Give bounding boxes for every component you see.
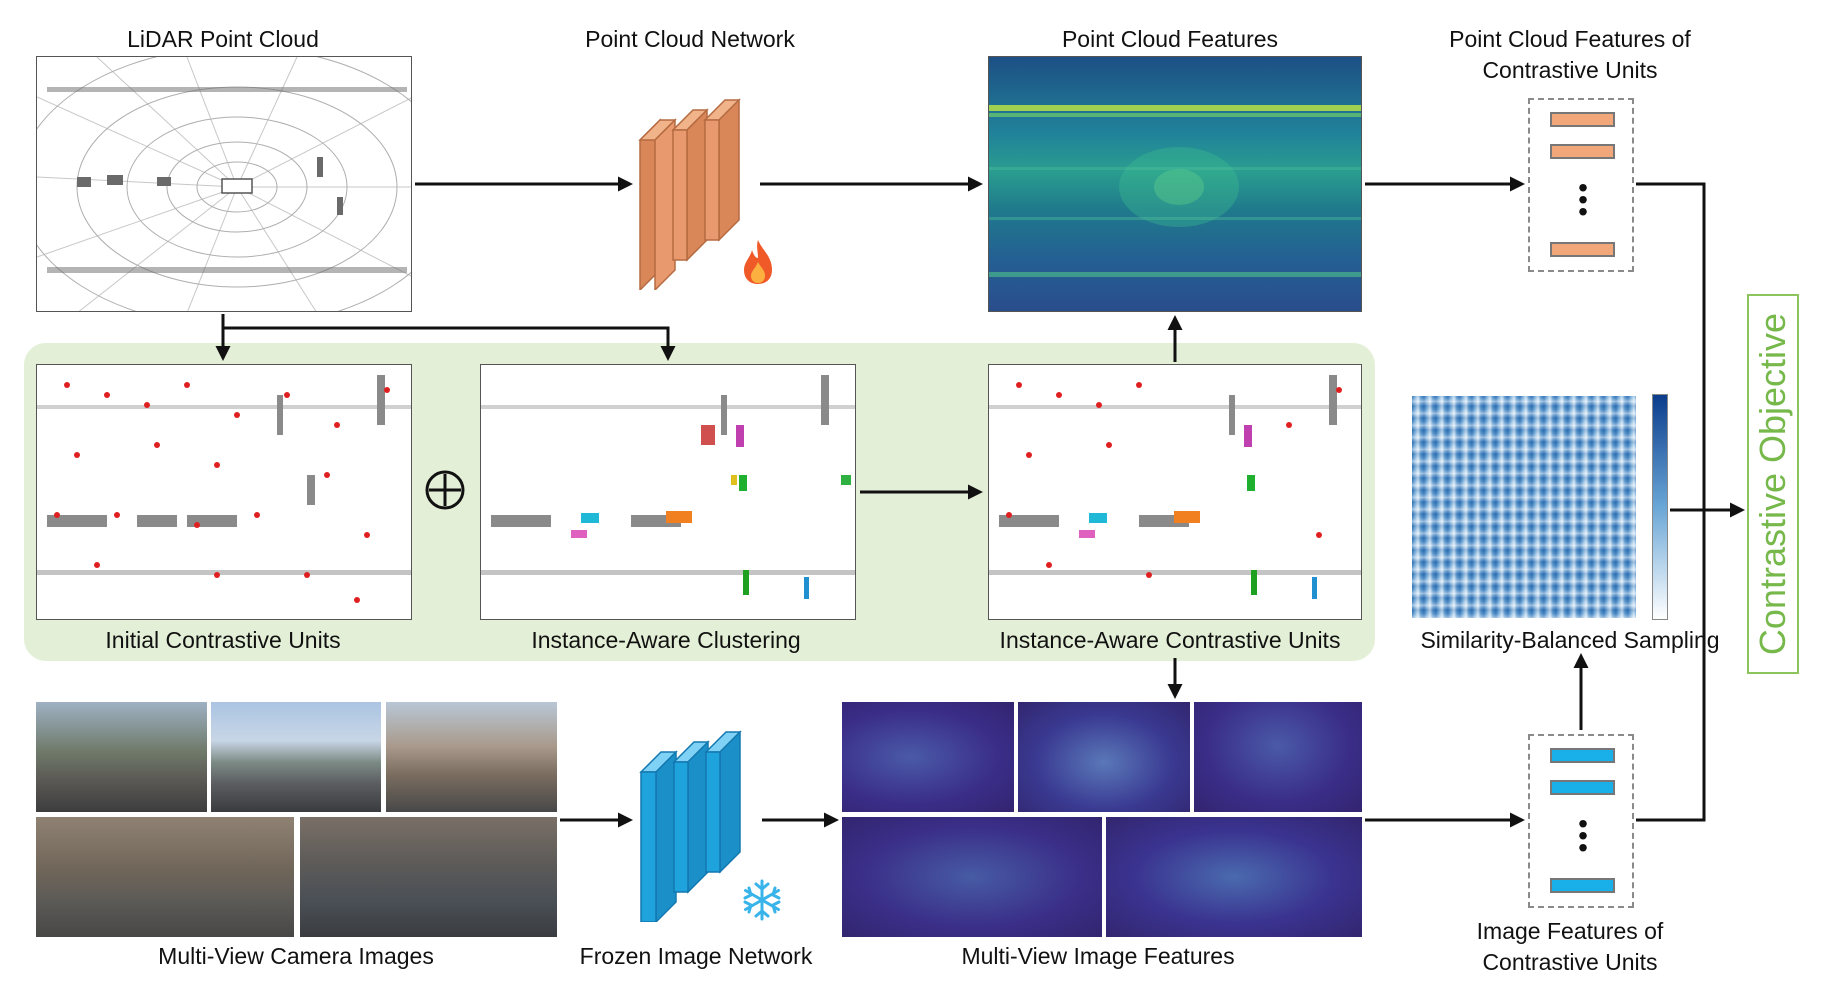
label-pc-features-units-line2: Contrastive Units: [1482, 57, 1658, 83]
label-multi-view-image-features: Multi-View Image Features: [961, 943, 1235, 969]
instance-aware-clustering-panel: [480, 364, 856, 620]
pc-unit-feature-bar: [1550, 242, 1615, 257]
img-unit-feature-bar: [1550, 878, 1615, 893]
ellipsis-dots-icon: •••: [1578, 808, 1588, 863]
label-multi-view-camera-images: Multi-View Camera Images: [158, 943, 434, 969]
img-features-units-column: •••: [1528, 734, 1634, 908]
similarity-matrix-texture: [1412, 396, 1636, 618]
initial-contrastive-units-panel: [36, 364, 412, 620]
label-img-features-units-line2: Contrastive Units: [1482, 949, 1658, 975]
label-frozen-image-network: Frozen Image Network: [579, 943, 813, 969]
flame-icon: [744, 240, 772, 284]
similarity-colorbar: [1652, 394, 1668, 620]
lidar-scan-graphic: [37, 57, 411, 311]
label-initial-contrastive-units: Initial Contrastive Units: [105, 627, 341, 653]
image-feature-map: [842, 817, 1102, 937]
initial-units-graphic: [37, 375, 411, 603]
label-instance-aware-contrastive-units: Instance-Aware Contrastive Units: [999, 627, 1341, 653]
point-cloud-network-blocks: [638, 98, 741, 290]
point-cloud-features-map: [988, 56, 1362, 312]
image-feature-map: [1018, 702, 1190, 812]
ellipsis-dots-icon: •••: [1578, 172, 1588, 227]
camera-image-back-left: [36, 817, 294, 937]
pc-unit-feature-bar: [1550, 112, 1615, 127]
arrow-lidar-to-clustering: [223, 326, 676, 361]
image-feature-map: [1194, 702, 1362, 812]
camera-image-front-left: [36, 702, 207, 812]
label-point-cloud-network: Point Cloud Network: [585, 26, 795, 52]
instance-aware-contrastive-units-panel: [988, 364, 1362, 620]
similarity-matrix: [1412, 396, 1636, 618]
contrastive-objective-box: Contrastive Objective: [1747, 294, 1799, 674]
bracket-to-objective: [1636, 182, 1706, 822]
label-point-cloud-features: Point Cloud Features: [1061, 26, 1279, 52]
label-pc-features-units-line1: Point Cloud Features of: [1449, 26, 1691, 52]
pc-features-units-column: •••: [1528, 98, 1634, 272]
snowflake-icon: [743, 879, 781, 921]
label-similarity-balanced-sampling: Similarity-Balanced Sampling: [1420, 627, 1720, 653]
frozen-image-network-blocks: [639, 730, 742, 922]
label-img-features-units-line1: Image Features of: [1476, 918, 1664, 944]
clustering-graphic: [481, 375, 855, 599]
camera-image-front: [211, 702, 381, 812]
image-feature-map: [842, 702, 1014, 812]
camera-image-front-right: [386, 702, 557, 812]
img-unit-feature-bar: [1550, 748, 1615, 763]
img-unit-feature-bar: [1550, 780, 1615, 795]
camera-image-back-right: [300, 817, 557, 937]
image-feature-map: [1106, 817, 1362, 937]
point-cloud-feature-texture: [989, 105, 1361, 277]
label-instance-aware-clustering: Instance-Aware Clustering: [531, 627, 801, 653]
label-lidar-point-cloud: LiDAR Point Cloud: [127, 26, 319, 52]
lidar-point-cloud-panel: [36, 56, 412, 312]
pc-unit-feature-bar: [1550, 144, 1615, 159]
circled-plus-icon: [425, 470, 465, 510]
instance-units-graphic: [989, 375, 1361, 599]
